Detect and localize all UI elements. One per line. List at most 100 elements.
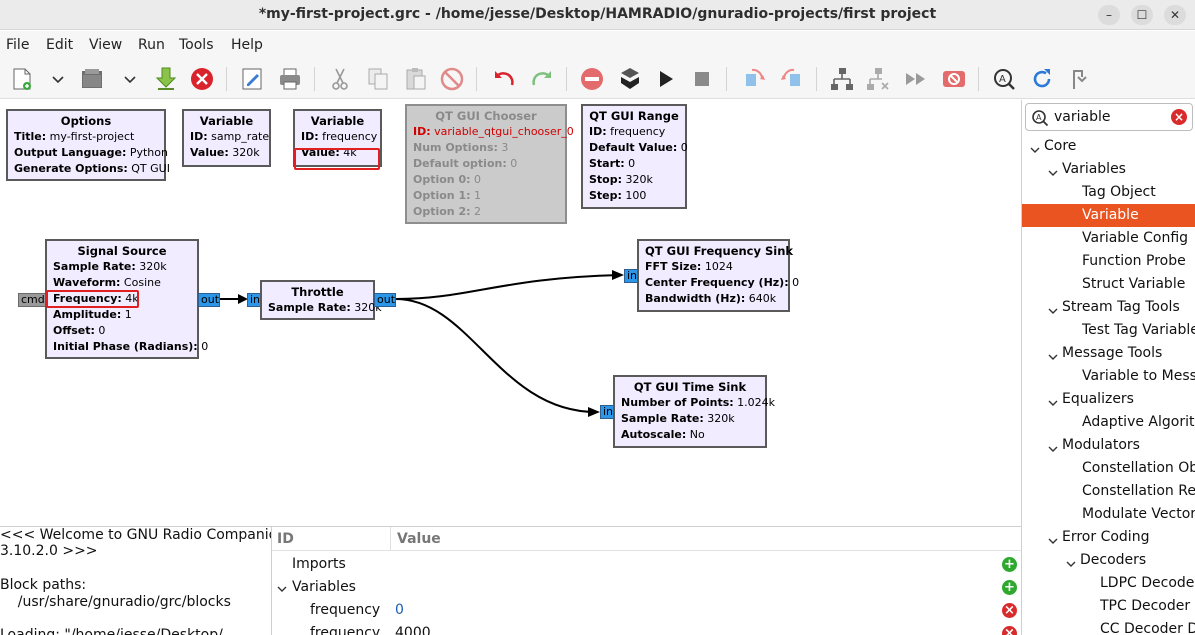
tree-item[interactable]: Modulators — [1022, 434, 1195, 457]
tree-item[interactable]: Equalizers — [1022, 388, 1195, 411]
add-icon[interactable]: + — [1002, 580, 1017, 595]
open-icon[interactable] — [78, 65, 106, 93]
expander-icon[interactable] — [1066, 555, 1076, 567]
imports-row[interactable]: Imports + — [272, 554, 1021, 577]
variable-samp-rate-block[interactable]: Variable ID: samp_rate Value: 320k — [182, 109, 271, 167]
print-icon[interactable] — [276, 65, 304, 93]
qt-gui-range-block[interactable]: QT GUI Range ID: frequency Default Value… — [581, 104, 688, 209]
copy-icon[interactable] — [364, 65, 392, 93]
tree-item[interactable]: Test Tag Variable — [1022, 319, 1195, 342]
tree-item[interactable]: Function Probe — [1022, 250, 1195, 273]
maximize-button[interactable]: ☐ — [1131, 5, 1153, 25]
rotate-cw-icon[interactable] — [778, 65, 806, 93]
menu-view[interactable]: View — [89, 37, 123, 53]
new-icon[interactable] — [8, 65, 36, 93]
rotate-ccw-icon[interactable] — [740, 65, 768, 93]
menu-file[interactable]: File — [6, 37, 30, 53]
tree-item[interactable]: Constellation Rec — [1022, 480, 1195, 503]
expander-icon[interactable] — [1048, 440, 1058, 452]
remove-icon[interactable]: × — [1002, 603, 1017, 618]
menu-run[interactable]: Run — [138, 37, 165, 53]
tree-item[interactable]: Stream Tag Tools — [1022, 296, 1195, 319]
port-in[interactable]: in — [247, 293, 261, 307]
create-hier-icon[interactable] — [828, 65, 856, 93]
tree-item[interactable]: Decoders — [1022, 549, 1195, 572]
disable-icon[interactable] — [578, 65, 606, 93]
expander-icon[interactable] — [1048, 394, 1058, 406]
search-box[interactable]: A × — [1025, 103, 1193, 131]
qt-gui-time-sink-block[interactable]: QT GUI Time Sink Number of Points: 1.024… — [613, 375, 775, 448]
tree-item[interactable]: CC Decoder D — [1022, 618, 1195, 635]
expander-icon[interactable] — [1048, 348, 1058, 360]
undo-icon[interactable] — [490, 65, 518, 93]
menu-edit[interactable]: Edit — [46, 37, 74, 53]
tree-item[interactable]: Modulate Vector — [1022, 503, 1195, 526]
search-input[interactable] — [1054, 108, 1164, 126]
variable-row[interactable]: frequency 4000 × — [272, 623, 1021, 635]
remove-icon[interactable]: × — [1002, 626, 1017, 635]
paste-icon[interactable] — [402, 65, 430, 93]
variable-id: frequency — [310, 625, 381, 635]
variables-row[interactable]: Variables + — [272, 577, 1021, 600]
signal-source-block[interactable]: Signal Source Sample Rate: 320k Waveform… — [45, 239, 208, 359]
expander-icon[interactable] — [1030, 141, 1040, 153]
add-icon[interactable]: + — [1002, 557, 1017, 572]
expander-icon[interactable] — [1048, 532, 1058, 544]
block-params-icon[interactable] — [238, 65, 266, 93]
tree-item[interactable]: Variable to Mess — [1022, 365, 1195, 388]
tree-item[interactable]: Variables — [1022, 158, 1195, 181]
options-block[interactable]: Options Title: my-first-project Output L… — [6, 109, 170, 181]
redo-icon[interactable] — [528, 65, 556, 93]
expander-icon[interactable] — [1048, 302, 1058, 314]
find-icon[interactable]: A — [990, 65, 1018, 93]
cut-icon[interactable] — [326, 65, 354, 93]
tree-item[interactable]: Tag Object — [1022, 181, 1195, 204]
new-dropdown-icon[interactable] — [44, 65, 64, 93]
column-id[interactable]: ID — [277, 531, 294, 547]
tree-item[interactable]: Variable Config — [1022, 227, 1195, 250]
port-in[interactable]: in — [600, 405, 614, 419]
tree-item[interactable]: Constellation Obj — [1022, 457, 1195, 480]
toolbar-separator — [816, 67, 817, 91]
bypass-icon[interactable] — [902, 65, 930, 93]
tree-item[interactable]: Variable — [1022, 204, 1195, 227]
minimize-button[interactable]: – — [1098, 5, 1120, 25]
tree-item[interactable]: LDPC Decoder — [1022, 572, 1195, 595]
close-window-button[interactable]: ✕ — [1164, 5, 1186, 25]
execute-icon[interactable] — [652, 65, 680, 93]
column-value[interactable]: Value — [397, 531, 441, 547]
connect-icon[interactable] — [1064, 65, 1092, 93]
variable-value: 4000 — [395, 625, 431, 635]
port-cmd[interactable]: cmd — [18, 293, 46, 307]
delete-icon[interactable] — [438, 65, 466, 93]
tree-item[interactable]: Error Coding — [1022, 526, 1195, 549]
tree-item[interactable]: Message Tools — [1022, 342, 1195, 365]
tree-item[interactable]: Adaptive Algorith — [1022, 411, 1195, 434]
console-panel[interactable]: <<< Welcome to GNU Radio Companion 3.10.… — [0, 526, 286, 635]
reload-icon[interactable] — [1028, 65, 1056, 93]
tree-item[interactable]: TPC Decoder D — [1022, 595, 1195, 618]
kill-icon[interactable] — [940, 65, 968, 93]
variable-row[interactable]: frequency 0 × — [272, 600, 1021, 623]
save-icon[interactable] — [152, 65, 180, 93]
expander-icon[interactable] — [1048, 164, 1058, 176]
stop-icon[interactable] — [688, 65, 716, 93]
open-hier-icon[interactable] — [864, 65, 892, 93]
clear-search-icon[interactable]: × — [1171, 109, 1187, 125]
generate-icon[interactable] — [616, 65, 644, 93]
tree-item[interactable]: Core — [1022, 135, 1195, 158]
tree-item[interactable]: Struct Variable — [1022, 273, 1195, 296]
close-icon[interactable] — [188, 65, 216, 93]
menu-help[interactable]: Help — [231, 37, 263, 53]
port-out[interactable]: out — [374, 293, 396, 307]
port-in[interactable]: in — [624, 269, 638, 283]
qt-gui-chooser-block[interactable]: QT GUI Chooser ID: variable_qtgui_choose… — [405, 104, 574, 224]
port-out[interactable]: out — [198, 293, 220, 307]
open-dropdown-icon[interactable] — [116, 65, 136, 93]
throttle-block[interactable]: Throttle Sample Rate: 320k — [260, 280, 382, 320]
menu-tools[interactable]: Tools — [179, 37, 214, 53]
flowgraph-canvas[interactable]: Options Title: my-first-project Output L… — [0, 100, 1021, 525]
expander-icon[interactable] — [277, 582, 287, 598]
qt-gui-frequency-sink-block[interactable]: QT GUI Frequency Sink FFT Size: 1024 Cen… — [637, 239, 799, 312]
